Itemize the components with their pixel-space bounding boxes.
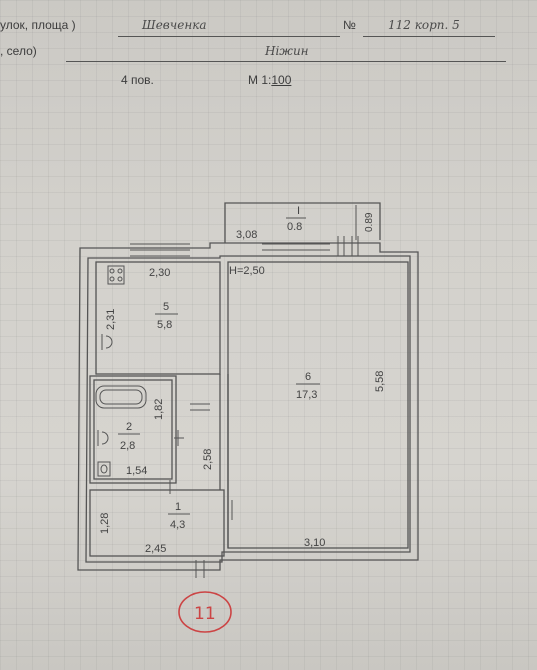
inner-wall [85,255,411,563]
room2-area: 2,8 [120,440,135,452]
balcony-outline [224,202,381,243]
floor-label: 4 пов. [121,73,154,87]
room1-length: 1,28 [99,513,111,534]
room5-outline [95,261,221,375]
room5-width: 2,30 [149,267,170,279]
room5-number: 5 [163,301,169,313]
number-value: 112 корп. 5 [388,18,460,32]
outer-wall [77,242,419,571]
room1-number: 1 [175,501,181,513]
room1-width: 2,45 [145,543,166,555]
room6-outline [227,261,409,549]
kitchen-window [130,243,190,257]
room2-inner [93,379,173,480]
balcony-length: 3,08 [236,229,257,241]
room2-outline [89,375,177,484]
stove-icon [107,265,125,285]
balcony-width: 0.89 [364,212,375,232]
room6-length: 5,58 [374,371,386,392]
room2-length: 1,82 [153,399,165,420]
toilet-icon [97,461,111,477]
scale-value: 100 [271,73,292,87]
balcony-area: 0.8 [287,221,302,233]
room6-number: 6 [305,371,311,383]
kitchen-sink-icon [101,334,113,350]
room6-area: 17,3 [296,389,317,401]
room6-height: Н=2,50 [229,265,265,277]
street-value: Шевченка [142,18,207,32]
washbasin-icon [97,430,109,446]
balcony-door [337,205,359,256]
number-underline [363,36,495,37]
scale-label: М 1:100 [248,73,292,87]
room6-width: 3,10 [304,537,325,549]
room-window [262,243,330,257]
number-mark: № [343,18,356,32]
room1-area: 4,3 [170,519,185,531]
balcony-number: I [297,205,300,217]
corridor-length: 2,58 [202,449,214,470]
city-underline [66,61,506,62]
apartment-number-stamp: 11 [178,591,232,633]
bathtub-icon [95,385,147,409]
city-label: , село) [0,44,37,58]
door-marks [169,403,233,578]
room1-outline [89,489,225,557]
room2-number: 2 [126,421,132,433]
street-label: улок, площа ) [0,18,76,32]
city-value: Ніжин [265,44,309,58]
room5-length: 2,31 [105,309,117,330]
room5-area: 5,8 [157,319,172,331]
room2-width: 1,54 [126,465,147,477]
street-underline [118,36,340,37]
stamp-text: 11 [194,604,216,624]
